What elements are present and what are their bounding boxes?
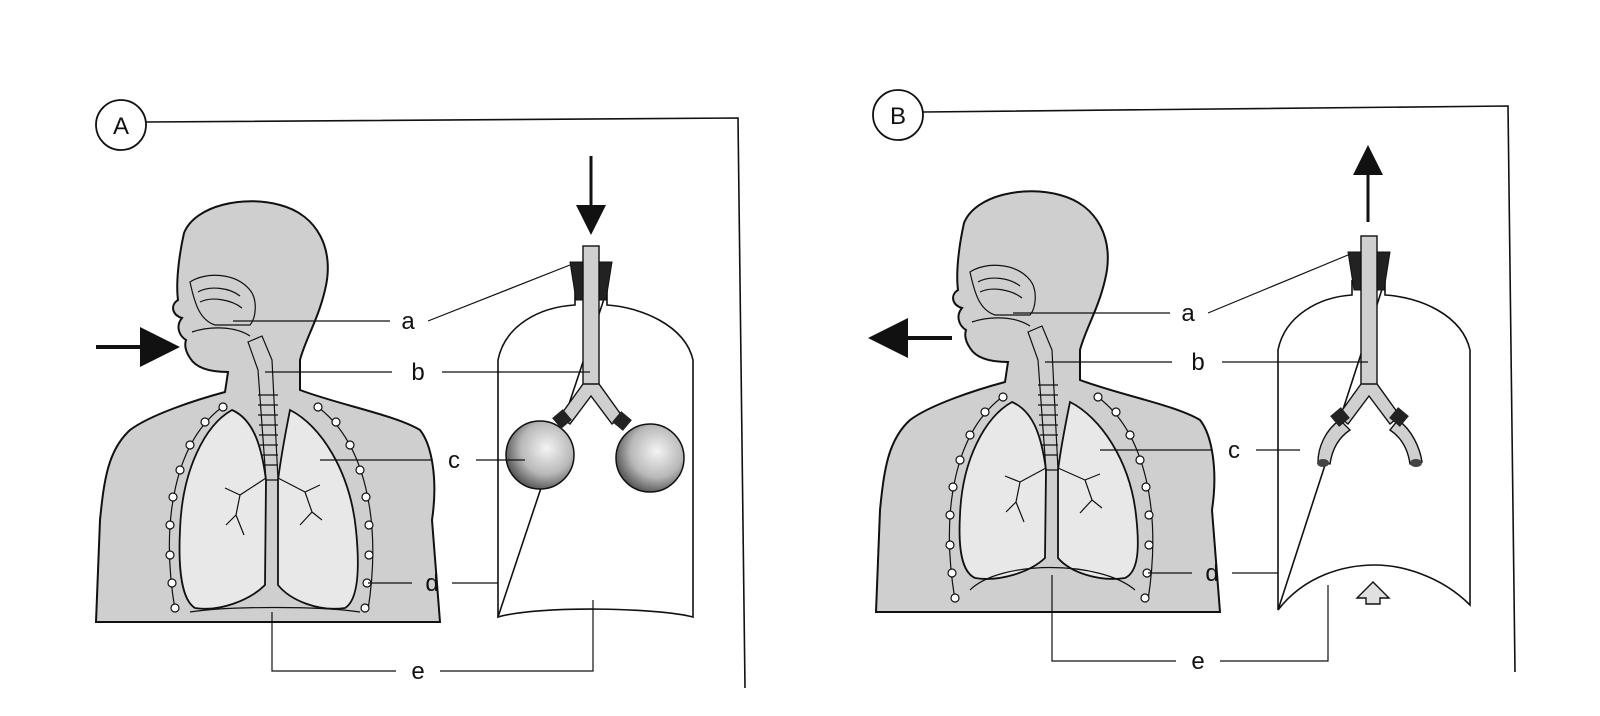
label-a-a: a [401, 308, 415, 335]
panel-a: A [94, 99, 746, 689]
label-b-d: d [1205, 560, 1218, 587]
panel-b-labels: a b c d e [1013, 254, 1368, 675]
label-b-b: b [1191, 349, 1204, 376]
label-b-c: c [1228, 437, 1240, 464]
panel-b-letter: B [890, 103, 906, 130]
label-b-a: a [1181, 300, 1195, 327]
panel-b-badge [872, 89, 924, 141]
label-a-d: d [425, 570, 438, 597]
label-a-e: e [411, 658, 424, 685]
human-figure-a [94, 200, 442, 623]
panel-a-letter: A [113, 113, 129, 140]
bell-jar-model-a [496, 156, 694, 619]
panel-a-badge [95, 99, 147, 151]
human-figure-b [874, 190, 1222, 613]
label-b-e: e [1191, 648, 1204, 675]
panel-b: B [868, 89, 1516, 675]
label-a-c: c [448, 447, 460, 474]
diaphragm-up-arrow [1355, 581, 1391, 605]
panel-a-labels: a b c d e [233, 264, 594, 685]
panel-b-frame [922, 105, 1516, 673]
panel-a-frame [145, 117, 746, 689]
bell-jar-model-b [1277, 145, 1471, 611]
label-a-b: b [411, 359, 424, 386]
